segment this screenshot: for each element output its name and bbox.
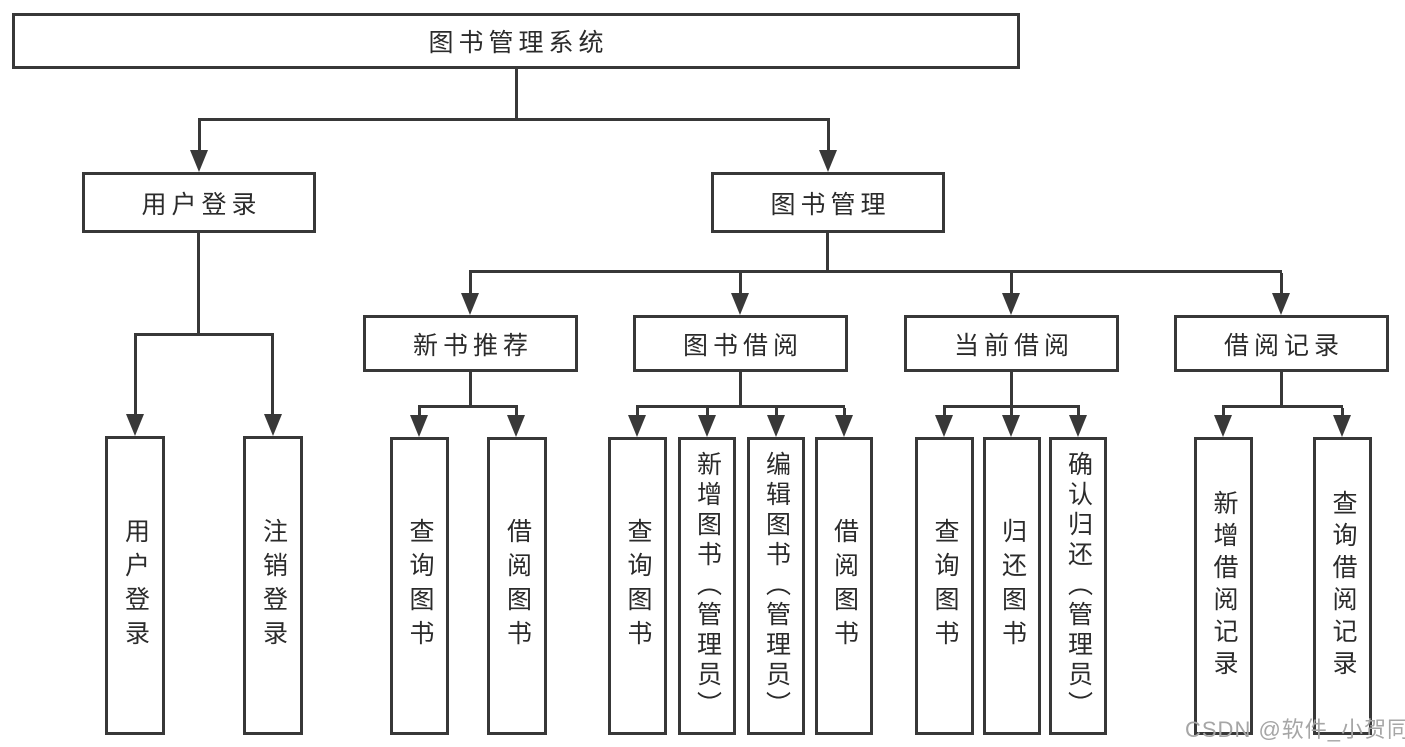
node-leaf-query-books-recommend: 查询图书 [390, 437, 449, 735]
arrowhead [264, 414, 282, 436]
arrowhead [461, 293, 479, 315]
arrowhead [507, 415, 525, 437]
node-label: 当前借阅 [953, 331, 1074, 360]
node-label: 图书借阅 [682, 331, 803, 360]
connector-drop [1077, 408, 1080, 417]
arrowhead [1272, 293, 1290, 315]
connector-drop-book-borrowing [739, 273, 742, 295]
node-label: 查询图书 [624, 518, 652, 654]
node-leaf-edit-book-admin: 编辑图书（管理员） [747, 437, 805, 735]
node-leaf-add-borrow-record: 新增借阅记录 [1194, 437, 1253, 735]
connector-drop [1341, 408, 1344, 417]
node-label: 查询图书 [931, 518, 959, 654]
node-label: 查询借阅记录 [1329, 490, 1357, 682]
connector-drop [943, 408, 946, 417]
node-label: 用户登录 [141, 190, 262, 219]
node-leaf-logout: 注销登录 [243, 436, 303, 735]
node-label: 归还图书 [998, 518, 1027, 654]
connector-book-borrowing-stub [739, 372, 742, 405]
connector-drop-current-borrowing [1010, 273, 1013, 295]
arrowhead [410, 415, 428, 437]
arrowhead [819, 150, 837, 172]
connector-borrow-records-stub [1280, 372, 1283, 405]
connector-drop-book-management [827, 121, 830, 152]
node-label: 确认归还（管理员） [1064, 451, 1093, 721]
node-label: 借阅记录 [1223, 331, 1344, 360]
arrowhead [731, 293, 749, 315]
connector-new-book-rail [418, 405, 518, 408]
node-label: 借阅图书 [830, 518, 859, 654]
connector-current-borrowing-stub [1010, 372, 1013, 405]
arrowhead [835, 415, 853, 437]
connector-root-stub [515, 69, 518, 120]
connector-drop-logout-leaf [271, 336, 274, 416]
node-leaf-user-login: 用户登录 [105, 436, 165, 735]
arrowhead [1333, 415, 1351, 437]
node-book-management: 图书管理 [711, 172, 945, 233]
connector-drop [1010, 408, 1013, 417]
node-label: 图书管理 [770, 190, 891, 219]
node-leaf-add-book-admin: 新增图书（管理员） [678, 437, 736, 735]
node-leaf-return-books: 归还图书 [983, 437, 1041, 735]
arrowhead [1214, 415, 1232, 437]
node-book-borrowing: 图书借阅 [633, 315, 848, 372]
connector-drop [706, 408, 709, 417]
node-label: 查询图书 [406, 518, 434, 654]
node-label: 新增借阅记录 [1210, 490, 1238, 682]
connector-borrow-records-rail [1222, 405, 1343, 408]
connector-drop [636, 408, 639, 417]
connector-root-rail [198, 118, 830, 121]
connector-user-login-rail [134, 333, 274, 336]
connector-current-borrowing-rail [943, 405, 1080, 408]
connector-new-book-stub [469, 372, 472, 405]
connector-drop [418, 408, 421, 417]
arrowhead [935, 415, 953, 437]
node-label: 借阅图书 [503, 518, 532, 654]
node-label: 注销登录 [259, 517, 288, 654]
node-new-book-recommend: 新书推荐 [363, 315, 578, 372]
node-user-login: 用户登录 [82, 172, 316, 233]
node-label: 新书推荐 [412, 331, 533, 360]
node-label: 图书管理系统 [428, 29, 609, 57]
node-leaf-confirm-return-admin: 确认归还（管理员） [1049, 437, 1107, 735]
arrowhead [767, 415, 785, 437]
connector-drop-login-leaf [134, 336, 137, 416]
node-borrow-records: 借阅记录 [1174, 315, 1389, 372]
node-leaf-query-books-borrowing: 查询图书 [608, 437, 667, 735]
node-label: 用户登录 [121, 517, 150, 654]
connector-drop [775, 408, 778, 417]
csdn-watermark: CSDN @软件_小贺同学 [1185, 717, 1405, 742]
connector-book-management-stub [826, 233, 829, 270]
connector-drop-borrow-records [1280, 273, 1283, 295]
node-leaf-query-books-current: 查询图书 [915, 437, 974, 735]
connector-book-management-rail [469, 270, 1282, 273]
arrowhead [126, 414, 144, 436]
arrowhead [1002, 293, 1020, 315]
connector-book-borrowing-rail [636, 405, 845, 408]
node-leaf-borrow-books: 借阅图书 [815, 437, 873, 735]
connector-drop-new-book [469, 273, 472, 295]
arrowhead [190, 150, 208, 172]
node-leaf-borrow-books-recommend: 借阅图书 [487, 437, 547, 735]
arrowhead [628, 415, 646, 437]
node-library-system: 图书管理系统 [12, 13, 1020, 69]
node-label: 新增图书（管理员） [693, 451, 722, 721]
connector-user-login-stub [197, 233, 200, 333]
connector-drop-user-login [198, 121, 201, 152]
connector-drop [515, 408, 518, 417]
connector-drop [1222, 408, 1225, 417]
connector-drop [843, 408, 846, 417]
node-label: 编辑图书（管理员） [762, 451, 791, 721]
arrowhead [1069, 415, 1087, 437]
node-leaf-query-borrow-record: 查询借阅记录 [1313, 437, 1372, 735]
arrowhead [698, 415, 716, 437]
node-current-borrowing: 当前借阅 [904, 315, 1119, 372]
arrowhead [1002, 415, 1020, 437]
